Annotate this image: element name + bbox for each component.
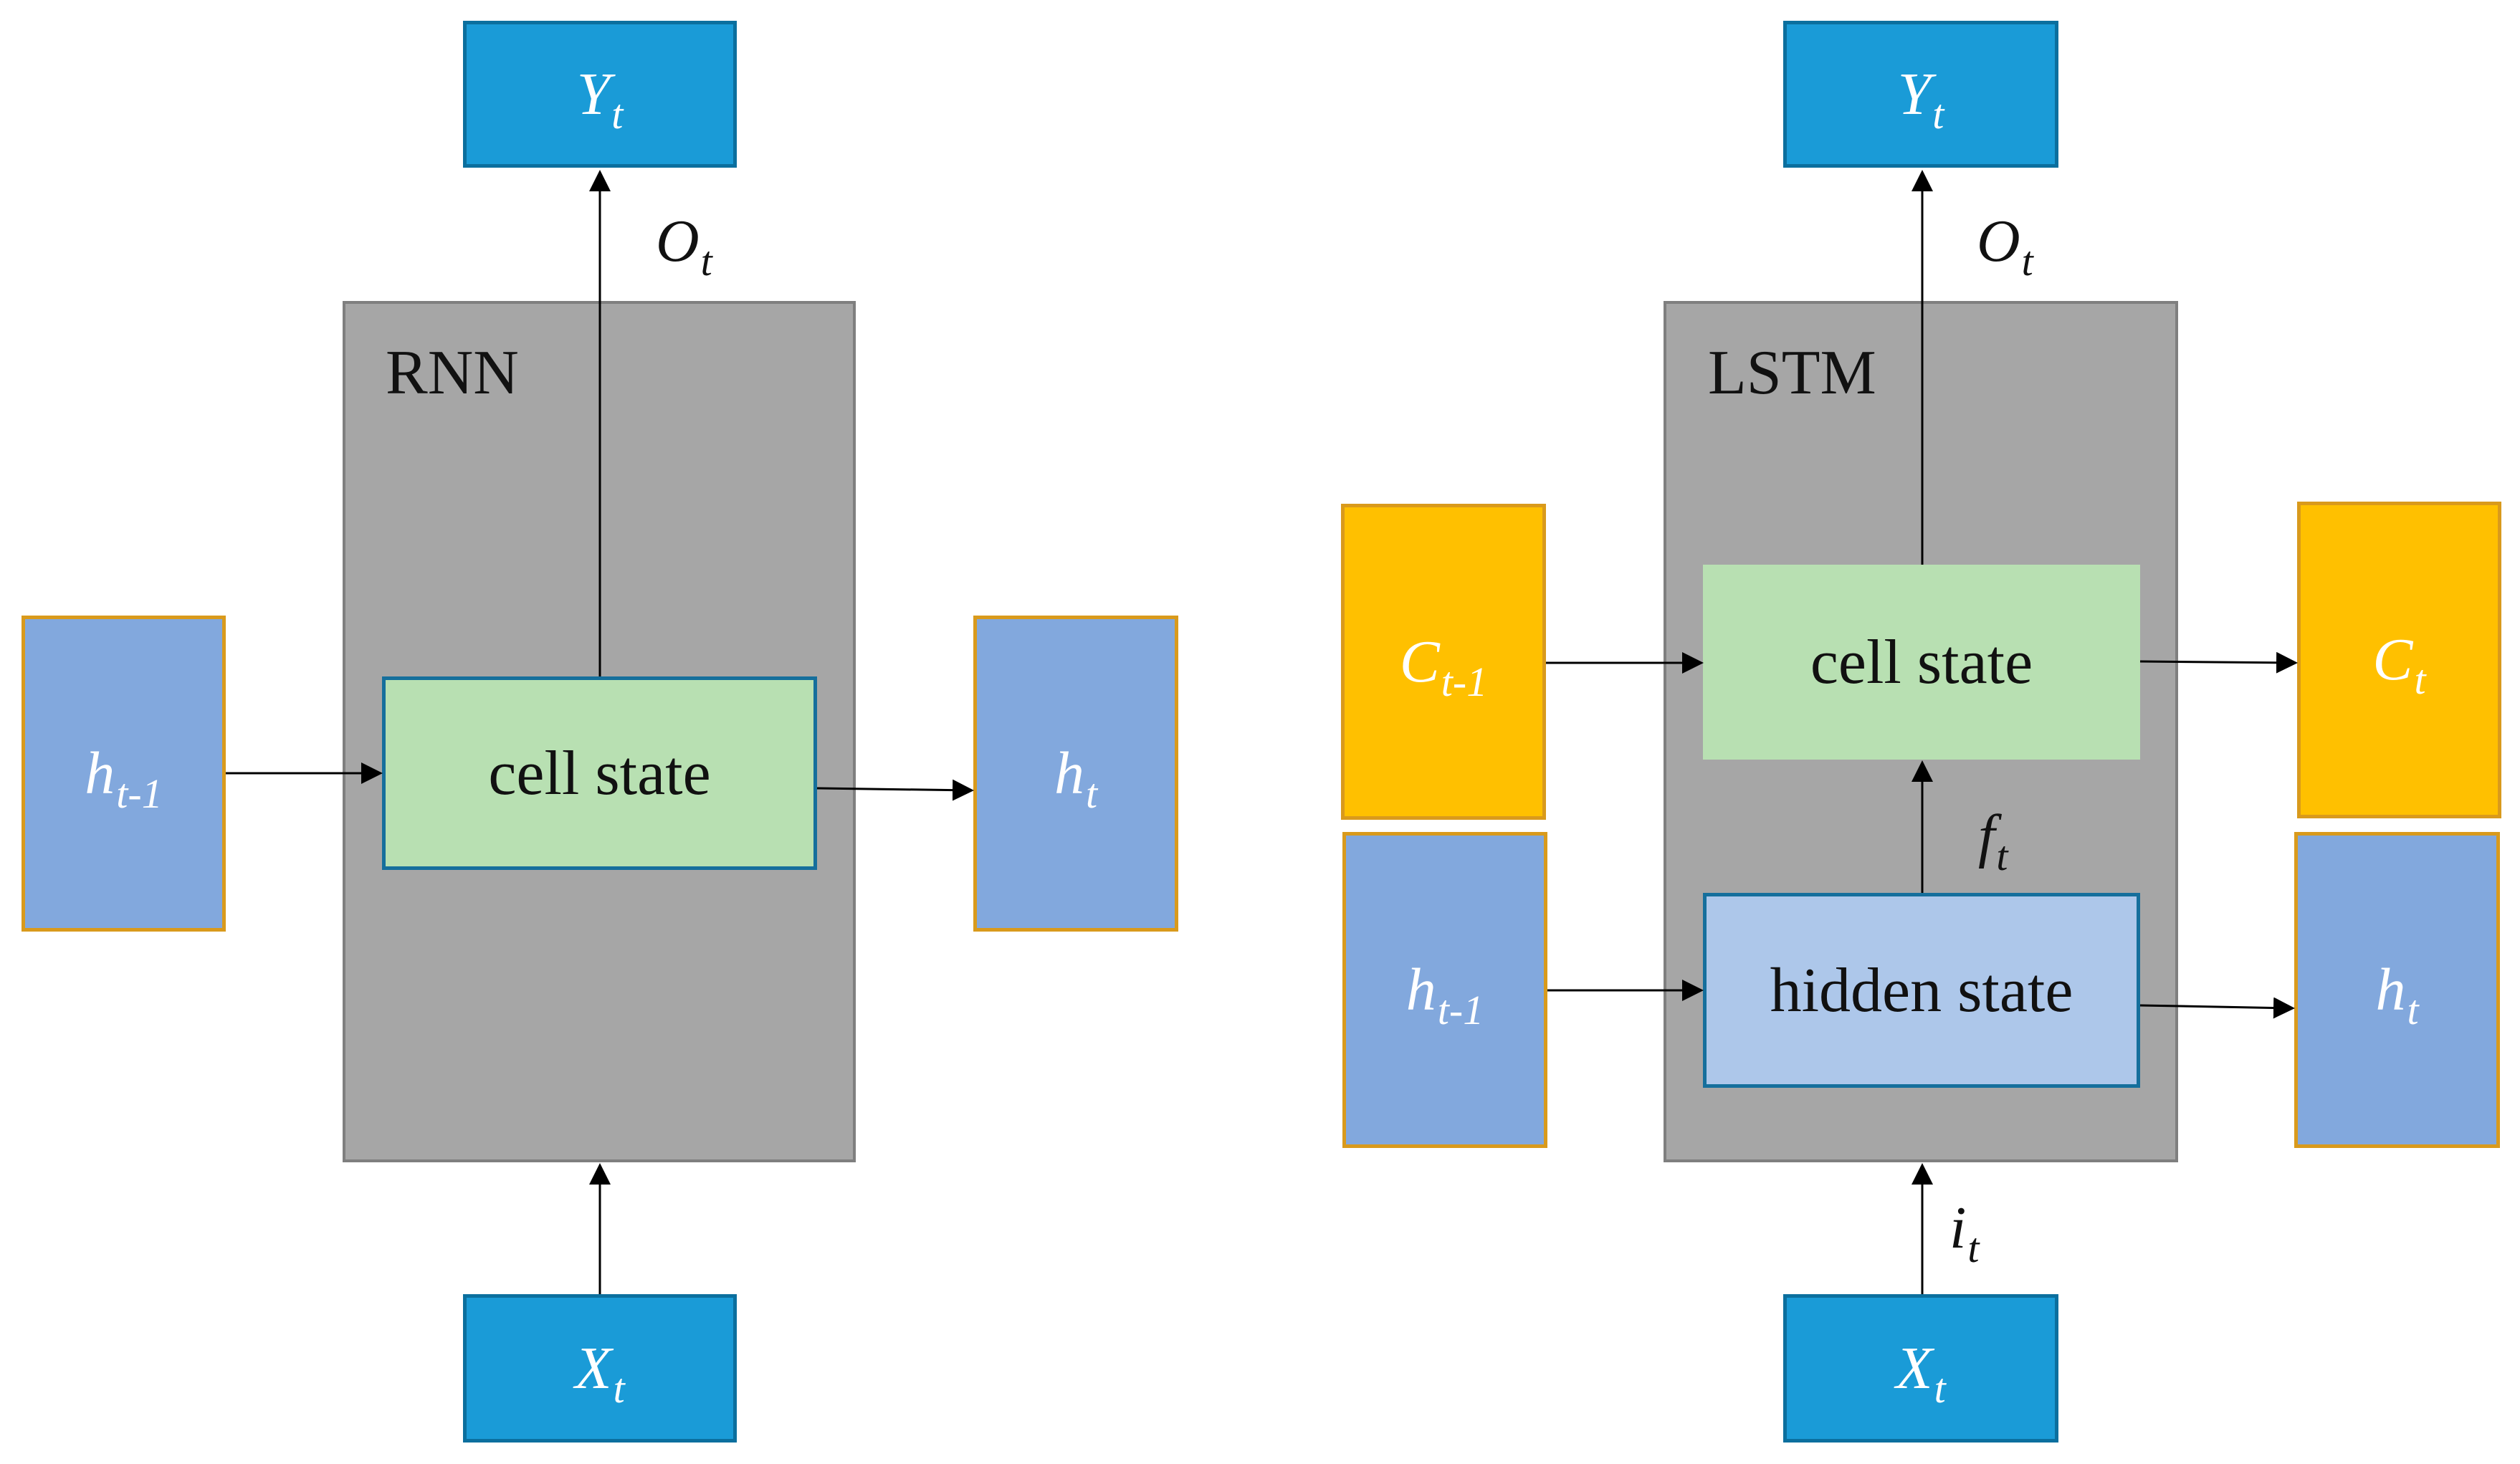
lstm-next-hidden-label: ht [2375, 956, 2419, 1033]
lstm-output-y-box: Yt [1783, 21, 2058, 168]
lstm-arrow-cell-to-next-cell [2139, 651, 2298, 674]
rnn-input-x-box: Xt [463, 1294, 737, 1443]
lstm-output-y-label: Yt [1897, 60, 1944, 138]
lstm-output-edge-label: Ot [1977, 208, 2033, 285]
lstm-forget-edge-label: ft [1978, 803, 2008, 880]
rnn-input-x-label: Xt [575, 1334, 625, 1412]
rnn-next-hidden-box: ht [973, 616, 1178, 932]
lstm-prev-hidden-label: ht-1 [1405, 956, 1484, 1033]
rnn-output-y-box: Yt [463, 21, 737, 168]
lstm-input-x-label: Xt [1896, 1334, 1946, 1412]
lstm-cell-state-box: cell state [1703, 565, 2140, 760]
lstm-prev-cell-label: Ct-1 [1399, 628, 1488, 705]
lstm-prev-hidden-box: ht-1 [1342, 832, 1547, 1148]
lstm-hidden-state-label: hidden state [1770, 955, 2073, 1025]
rnn-prev-hidden-label: ht-1 [85, 740, 163, 817]
lstm-cell-state-label: cell state [1810, 627, 2033, 697]
rnn-arrow-cell-to-next-hidden [816, 779, 974, 801]
lstm-arrow-hidden-to-next-hidden [2139, 997, 2295, 1019]
lstm-next-hidden-box: ht [2294, 832, 2500, 1148]
lstm-next-cell-label: Ct [2372, 626, 2426, 704]
lstm-input-x-box: Xt [1783, 1294, 2058, 1443]
lstm-hidden-state-box: hidden state [1703, 893, 2140, 1088]
lstm-input-edge-label: it [1949, 1195, 1980, 1272]
rnn-next-hidden-label: ht [1054, 740, 1098, 817]
lstm-title: LSTM [1708, 338, 1876, 408]
rnn-title: RNN [386, 338, 519, 408]
rnn-output-y-label: Yt [576, 60, 624, 138]
rnn-cell-state-box: cell state [382, 676, 817, 870]
rnn-prev-hidden-box: ht-1 [22, 616, 226, 932]
lstm-prev-cell-box: Ct-1 [1341, 504, 1546, 820]
rnn-output-edge-label: Ot [656, 208, 712, 285]
lstm-next-cell-box: Ct [2297, 502, 2501, 818]
rnn-cell-state-label: cell state [488, 738, 711, 808]
